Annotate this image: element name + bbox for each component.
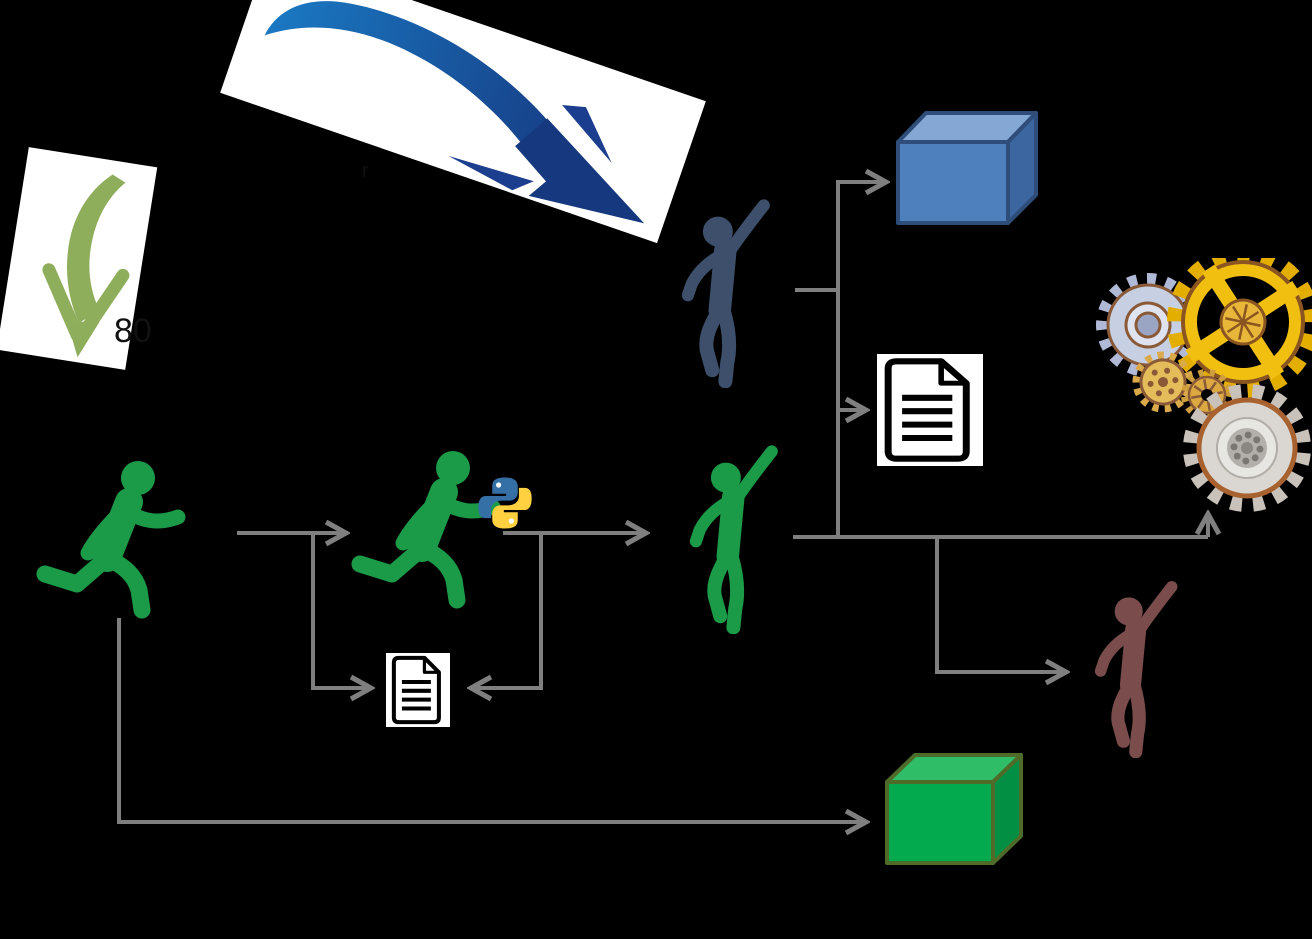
blue-swoosh-arrow-icon xyxy=(264,1,645,224)
arrow-to-blue-cube xyxy=(836,182,886,537)
arrow-right-to-document xyxy=(471,533,543,688)
green-download-banner xyxy=(0,147,158,370)
arrow-runner1-to-green-cube xyxy=(117,618,866,822)
climbing-person-brown-icon xyxy=(1094,581,1178,758)
gears-icon xyxy=(1096,258,1312,512)
arrow-to-brown-climber xyxy=(935,537,1066,672)
running-person-with-python-icon xyxy=(351,451,501,609)
green-cube-icon xyxy=(885,753,1023,865)
python-logo-icon xyxy=(478,477,532,529)
running-person-icon xyxy=(36,461,186,619)
green-curved-down-arrow-icon xyxy=(42,174,130,358)
blue-swoosh-banner xyxy=(220,0,706,244)
banner-text-fragment: r xyxy=(362,160,369,182)
climbing-person-green-icon xyxy=(689,445,778,634)
document-icon xyxy=(386,653,450,727)
climbing-person-navy-icon xyxy=(681,199,770,388)
arrow-left-to-document xyxy=(311,533,371,688)
document-icon xyxy=(877,354,983,466)
banner-label-80: 80 xyxy=(114,312,152,350)
blue-cube-icon xyxy=(896,111,1038,225)
